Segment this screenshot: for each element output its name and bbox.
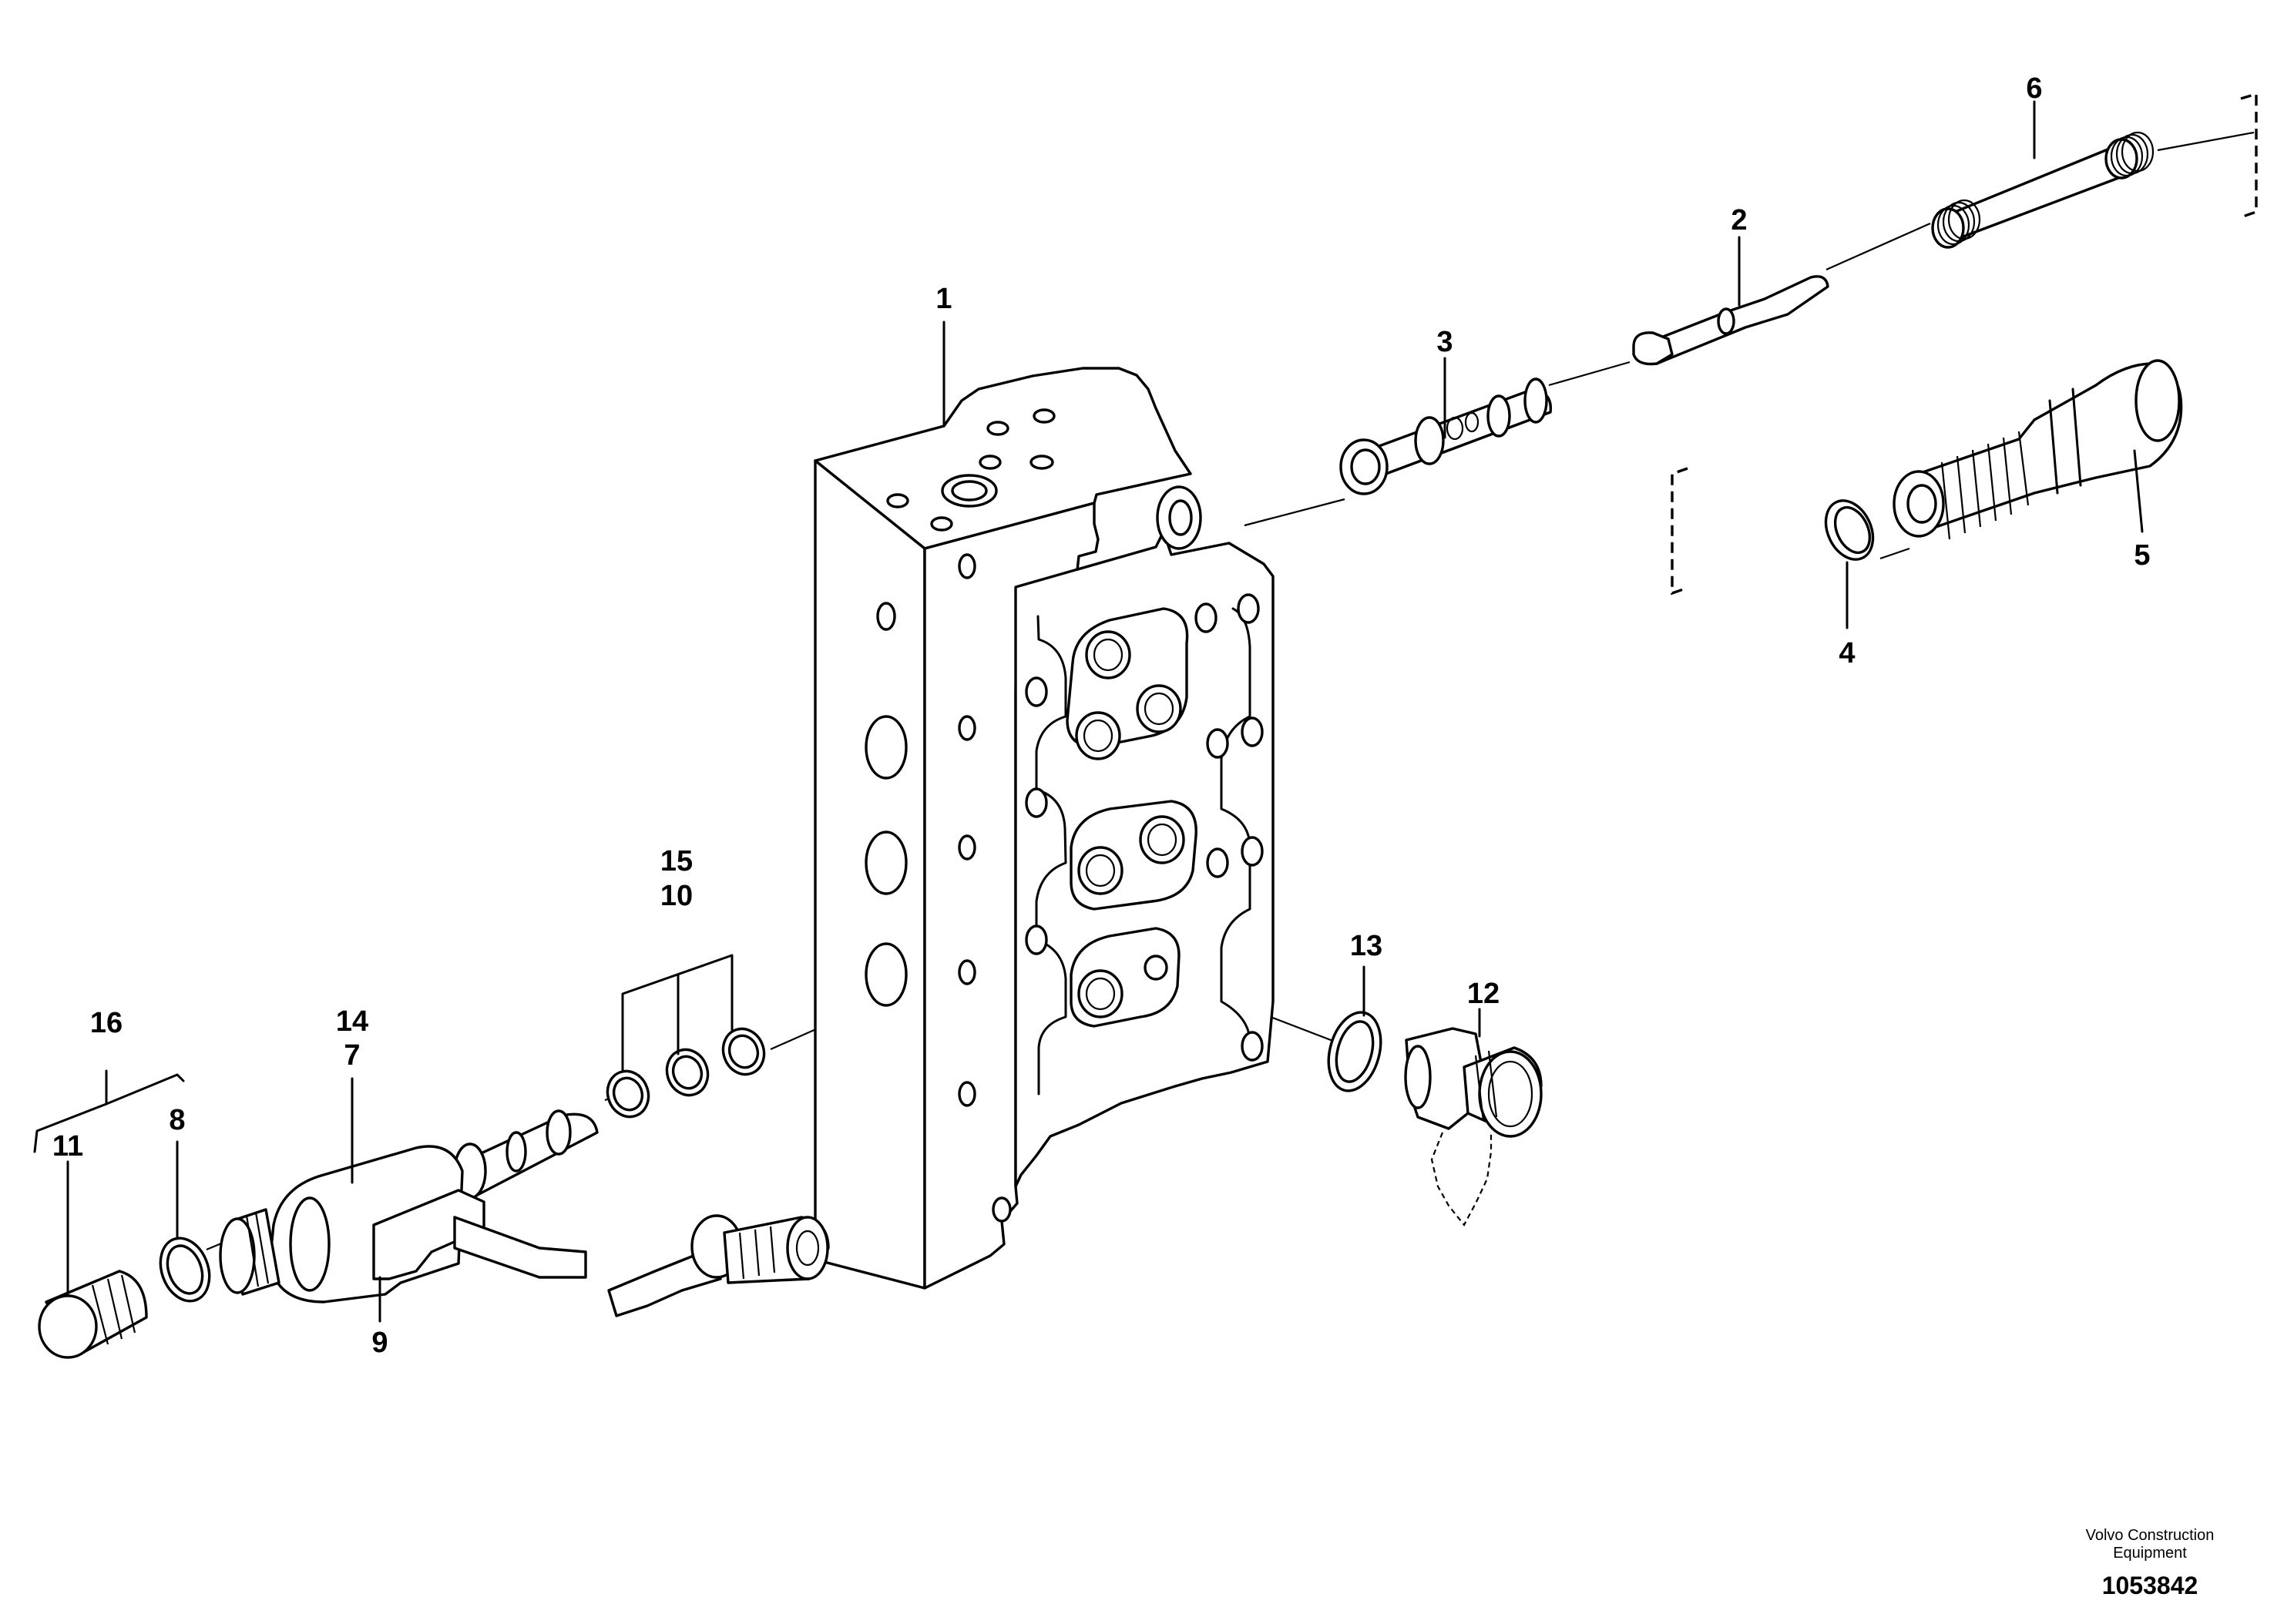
callout-13: 13	[1350, 930, 1382, 962]
callout-6: 6	[2026, 72, 2042, 105]
solenoid-valve	[219, 1109, 830, 1317]
callout-7: 7	[344, 1039, 360, 1072]
leader-lines	[66, 100, 2144, 1323]
o-ring-4	[1824, 499, 1875, 561]
callout-1: 1	[935, 283, 952, 315]
callout-2: 2	[1731, 204, 1747, 237]
callout-8: 8	[169, 1104, 185, 1136]
group-brackets	[33, 954, 734, 1153]
callout-12: 12	[1467, 978, 1500, 1010]
dashed-group-frames	[1671, 92, 2258, 596]
bolt-heads	[1075, 630, 1185, 1018]
publisher-line-2: Equipment	[2113, 1545, 2187, 1562]
cap-11	[38, 1270, 148, 1359]
test-nipple-12	[1404, 1027, 1543, 1226]
callout-4: 4	[1839, 637, 1855, 669]
callout-9: 9	[371, 1327, 388, 1359]
spring	[1931, 131, 2155, 249]
callout-5: 5	[2134, 539, 2150, 572]
callout-14: 14	[336, 1005, 368, 1038]
seal-ring-13	[1327, 1011, 1382, 1092]
valve-housing	[814, 367, 1275, 1290]
callout-15: 15	[660, 845, 693, 877]
callout-16: 16	[90, 1007, 123, 1039]
callout-11: 11	[52, 1130, 83, 1163]
drawing-number: 1053842	[2101, 1572, 2198, 1599]
plug-5	[1893, 359, 2183, 540]
piston-pin	[1632, 275, 1829, 366]
publisher-line-1: Volvo Construction	[2085, 1527, 2215, 1544]
publisher-credit: Volvo Construction Equipment	[2023, 1527, 2277, 1562]
o-ring-8	[159, 1236, 211, 1303]
o-ring-set	[606, 1027, 766, 1119]
callout-10: 10	[660, 880, 693, 912]
callout-3: 3	[1436, 326, 1453, 358]
spool-sleeve	[1339, 377, 1553, 495]
callout-labels: 1 2 3 4 5 6 7 8 9 10 11 12 13 14 15 16	[52, 72, 2151, 1359]
